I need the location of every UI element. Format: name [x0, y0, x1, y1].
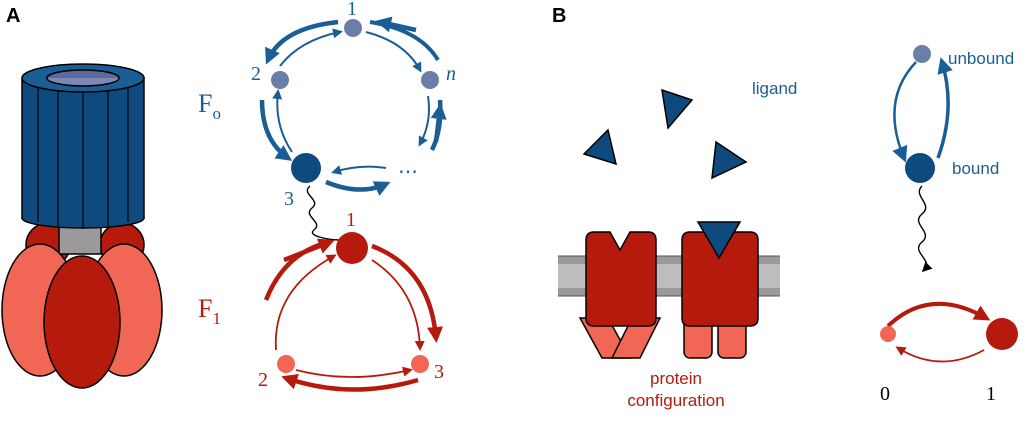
f1-node-1 [336, 232, 368, 264]
fo-label-2: 2 [251, 63, 261, 85]
binding-cycle: unbound bound [892, 45, 1014, 183]
fo-f1-coupling-line [306, 185, 341, 241]
f1-node-2 [277, 355, 295, 373]
fo-node-1 [344, 19, 362, 37]
fo-thin-2-to-1 [279, 28, 343, 67]
f1-thin-1-to-3 [371, 259, 425, 351]
configuration-cycle: 0 1 [880, 301, 1018, 405]
fo-thin-n-to-dots [418, 95, 430, 147]
unbound-label: unbound [948, 49, 1014, 68]
unbound-node [913, 45, 931, 63]
receptor-bound [681, 221, 759, 359]
receptor-bound-body [681, 231, 759, 327]
receptor-unbound [578, 231, 662, 359]
fo-arrow-2-to-3 [259, 99, 293, 161]
fo-thin-1-to-n [365, 31, 422, 73]
f1-arrow-3-to-2 [281, 374, 419, 392]
f1-cycle: 1 2 3 [258, 209, 444, 392]
bound-node [905, 153, 935, 183]
fo-ellipsis: ⋯ [398, 161, 418, 183]
fo-arrow-1-to-2 [265, 19, 339, 65]
f1-label-1: 1 [346, 209, 356, 231]
ligand-triangle-right [711, 140, 748, 180]
bound-label: bound [952, 159, 999, 178]
f1-thin-2-to-1 [274, 254, 337, 351]
ligand-label: ligand [752, 79, 797, 98]
f1-label-2: 2 [258, 369, 268, 391]
fo-arrow-dots-to-n [430, 103, 447, 143]
state-0-label: 0 [880, 383, 890, 405]
fo-subunit-lines [37, 86, 129, 228]
fo-label: Fo [198, 89, 221, 123]
f1-thin-2-to-3 [295, 366, 413, 378]
state-1-node [986, 318, 1018, 350]
f1-node-3 [411, 355, 429, 373]
f1-arrow-2-to-1 [283, 238, 335, 263]
f1-arrow-1-to-3 [371, 243, 444, 343]
protein-label-line1: protein [650, 369, 702, 388]
state-1-label: 1 [986, 383, 996, 405]
binding-coupling-line [917, 185, 933, 273]
panel-a-letter: A [6, 5, 20, 27]
panel-b-letter: B [552, 5, 566, 27]
f1-label: F1 [198, 294, 221, 328]
state-0-node [880, 326, 896, 342]
fo-node-3 [291, 153, 321, 183]
fo-arrow-n-to-1 [375, 16, 417, 33]
fo-pore-inner-wall [46, 69, 120, 79]
arrow-0-to-1 [886, 301, 991, 328]
fo-label-3: 3 [284, 188, 294, 210]
free-ligands [582, 88, 748, 180]
fo-label-1: 1 [347, 0, 357, 20]
ligand-triangle-left [582, 128, 618, 166]
fo-cycle: 1 2 n 3 ⋯ [251, 0, 456, 210]
fo-thin-dots-to-3 [331, 165, 387, 175]
fo-label-n: n [446, 63, 456, 85]
f1-front-lobe [43, 255, 121, 389]
arrow-1-to-0 [895, 346, 985, 363]
fo-arrow-3-to-dots [325, 179, 391, 196]
fo-thin-3-to-2 [272, 89, 293, 153]
f1-label-3: 3 [434, 361, 444, 383]
arrow-bound-to-unbound [936, 57, 953, 159]
bound-ligand-triangle [696, 221, 742, 260]
protein-label-line2: configuration [627, 391, 724, 410]
fo-node-2 [271, 71, 289, 89]
receptor-unbound-body [585, 231, 657, 327]
arrow-unbound-to-bound [892, 61, 917, 163]
atp-synthase-illustration [1, 63, 163, 389]
ligand-triangle-top [661, 88, 694, 130]
f1-arrow-1-to-2-outer [263, 239, 331, 301]
fo-node-n [421, 71, 439, 89]
